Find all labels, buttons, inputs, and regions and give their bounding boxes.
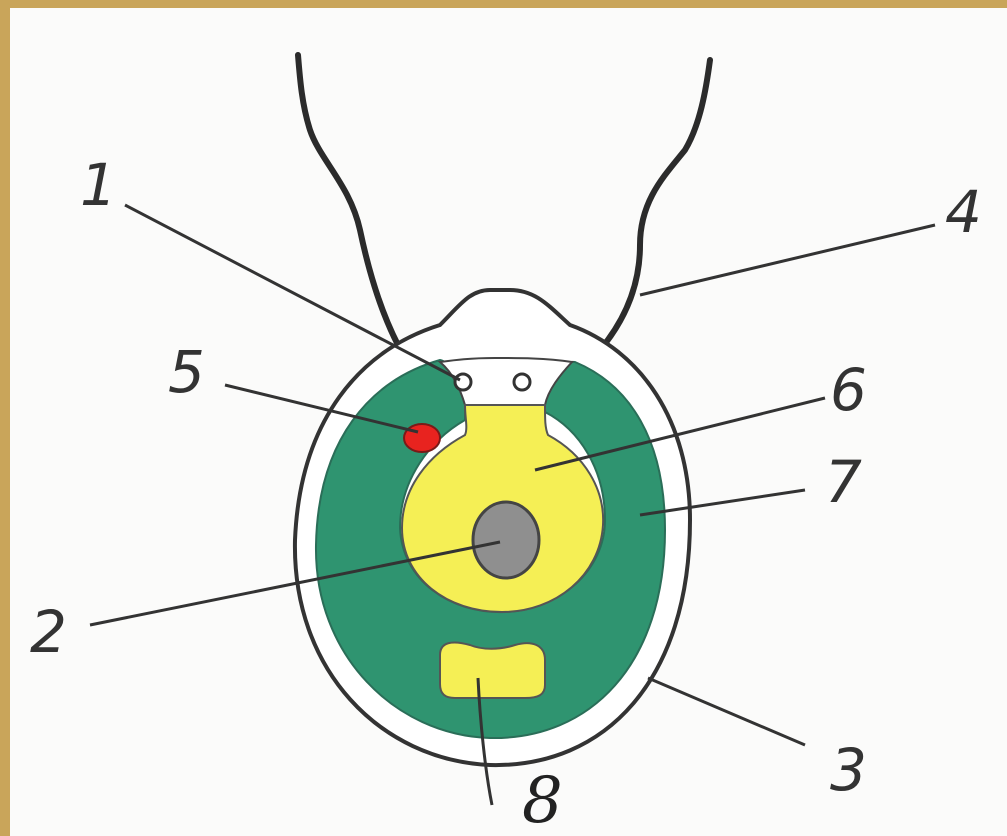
label-4: 4 [945, 178, 982, 246]
leader-line-1 [648, 678, 805, 745]
label-3: 1 [80, 151, 117, 219]
nucleus [473, 502, 539, 578]
label-8: 8 [522, 764, 563, 836]
label-5: 5 [168, 338, 205, 406]
leader-line-4 [640, 225, 935, 295]
contractile-vacuole-left [455, 374, 471, 390]
label-2: 2 [30, 598, 67, 666]
flagellum-right [600, 60, 710, 350]
contractile-vacuole-right [514, 374, 530, 390]
eyespot [404, 424, 440, 452]
label-7: 6 [830, 356, 867, 424]
label-6: 7 [825, 448, 862, 516]
flagellum-left [298, 55, 398, 345]
starch-body [440, 642, 545, 698]
label-1: 3 [830, 736, 867, 804]
